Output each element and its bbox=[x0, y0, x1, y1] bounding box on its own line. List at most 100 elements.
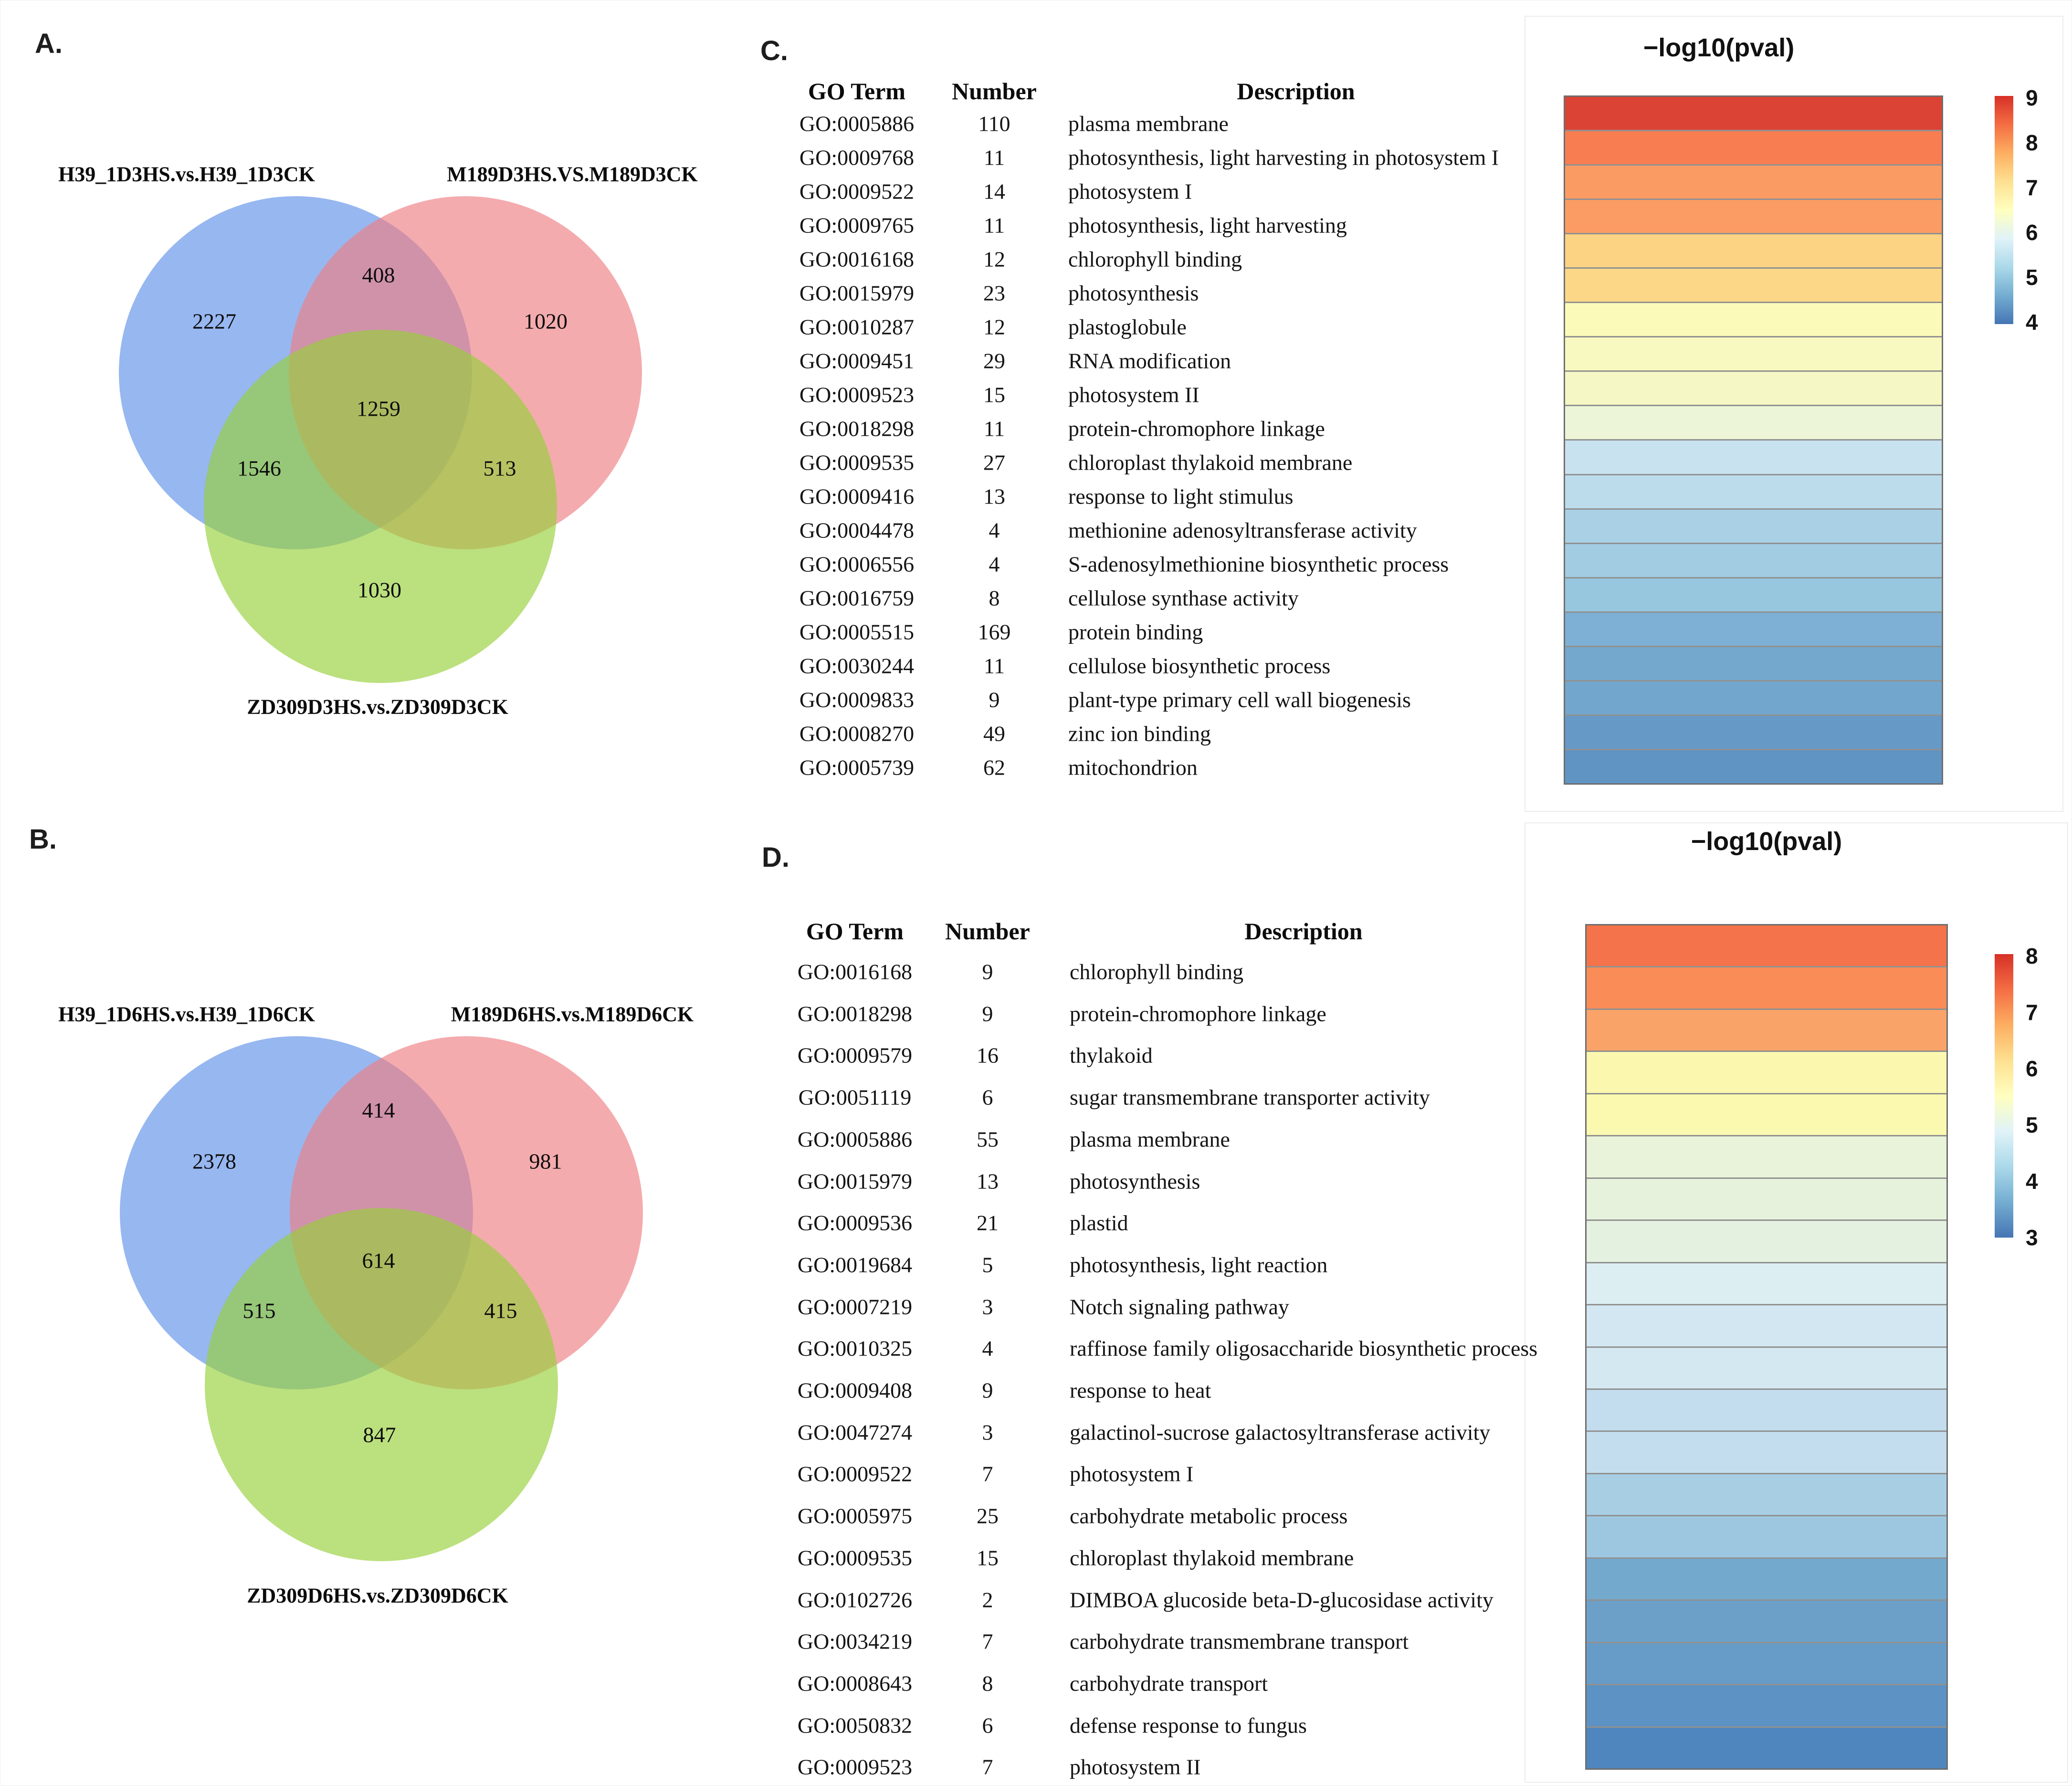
heatmap-cell bbox=[1587, 1388, 1946, 1431]
heatmap-cell bbox=[1565, 748, 1942, 783]
venn-count-blue-only: 2227 bbox=[192, 309, 236, 334]
venn-a-label-green: ZD309D3HS.vs.ZD309D3CK bbox=[247, 695, 508, 719]
description-cell: plasma membrane bbox=[1070, 1127, 1230, 1152]
table-c-header-number: Number bbox=[952, 78, 1037, 105]
heatmap-cell bbox=[1587, 966, 1946, 1009]
description-cell: raffinose family oligosaccharide biosynt… bbox=[1070, 1336, 1538, 1361]
colorbar-tick-label: 4 bbox=[2026, 1169, 2038, 1194]
description-cell: protein-chromophore linkage bbox=[1068, 416, 1325, 441]
number-cell: 4 bbox=[982, 1336, 993, 1361]
go-term-cell: GO:0009765 bbox=[799, 213, 915, 238]
description-cell: plastoglobule bbox=[1068, 315, 1187, 339]
go-term-cell: GO:0019684 bbox=[797, 1252, 913, 1277]
description-cell: response to heat bbox=[1070, 1378, 1211, 1403]
go-term-cell: GO:0009523 bbox=[799, 382, 915, 407]
go-term-cell: GO:0050832 bbox=[797, 1713, 913, 1738]
description-cell: chloroplast thylakoid membrane bbox=[1068, 450, 1353, 475]
go-term-cell: GO:0008270 bbox=[799, 721, 915, 746]
colorbar-tick-label: 8 bbox=[2026, 944, 2038, 968]
table-c-header-go-term: GO Term bbox=[808, 78, 906, 105]
go-term-cell: GO:0009408 bbox=[797, 1378, 913, 1403]
go-term-cell: GO:0016759 bbox=[799, 586, 915, 610]
description-cell: plasma membrane bbox=[1068, 111, 1229, 136]
colorbar-tick-label: 7 bbox=[2026, 1000, 2038, 1025]
go-term-cell: GO:0005975 bbox=[797, 1503, 913, 1528]
go-term-cell: GO:0009768 bbox=[799, 145, 915, 170]
description-cell: chlorophyll binding bbox=[1068, 247, 1242, 272]
heatmap-cell bbox=[1587, 1051, 1946, 1093]
heatmap-cell bbox=[1587, 1515, 1946, 1557]
description-cell: carbohydrate transmembrane transport bbox=[1070, 1629, 1409, 1654]
number-cell: 12 bbox=[983, 315, 1005, 339]
number-cell: 15 bbox=[977, 1545, 999, 1570]
go-term-cell: GO:0051119 bbox=[798, 1085, 912, 1110]
go-term-cell: GO:0015979 bbox=[799, 281, 915, 305]
heatmap-cell bbox=[1565, 645, 1942, 680]
go-term-cell: GO:0005515 bbox=[799, 620, 915, 644]
go-term-cell: GO:0004478 bbox=[799, 518, 915, 543]
go-term-cell: GO:0010287 bbox=[799, 315, 915, 339]
heatmap-cell bbox=[1587, 1430, 1946, 1473]
heatmap-cell bbox=[1587, 925, 1946, 967]
go-term-cell: GO:0006556 bbox=[799, 552, 915, 577]
go-term-cell: GO:0034219 bbox=[797, 1629, 913, 1654]
go-term-cell: GO:0009522 bbox=[797, 1461, 913, 1486]
go-term-cell: GO:0009535 bbox=[797, 1545, 913, 1570]
description-cell: photosynthesis bbox=[1068, 281, 1199, 305]
description-cell: Notch signaling pathway bbox=[1070, 1294, 1289, 1319]
panel-b-letter: B. bbox=[29, 824, 57, 855]
description-cell: thylakoid bbox=[1070, 1043, 1153, 1068]
colorbar-tick-label: 3 bbox=[2026, 1225, 2038, 1250]
number-cell: 6 bbox=[982, 1085, 993, 1110]
number-cell: 13 bbox=[977, 1169, 999, 1193]
venn-count-blue-only: 2378 bbox=[192, 1149, 236, 1174]
go-term-cell: GO:0010325 bbox=[797, 1336, 913, 1361]
number-cell: 49 bbox=[983, 721, 1005, 746]
number-cell: 2 bbox=[982, 1587, 993, 1612]
venn-count-blue-green: 515 bbox=[242, 1298, 276, 1323]
go-term-cell: GO:0009536 bbox=[797, 1210, 913, 1235]
number-cell: 12 bbox=[983, 247, 1005, 272]
number-cell: 11 bbox=[983, 213, 1005, 238]
venn-a-label-pink: M189D3HS.VS.M189D3CK bbox=[447, 162, 698, 186]
go-term-cell: GO:0016168 bbox=[799, 247, 915, 272]
go-term-cell: GO:0009451 bbox=[799, 348, 915, 373]
colorbar-tick-label: 5 bbox=[2026, 1113, 2038, 1137]
description-cell: defense response to fungus bbox=[1070, 1713, 1307, 1738]
description-cell: photosystem I bbox=[1070, 1461, 1194, 1486]
go-term-cell: GO:0009522 bbox=[799, 179, 915, 204]
colorbar-tick-label: 7 bbox=[2026, 175, 2038, 200]
venn-count-pink-only: 981 bbox=[529, 1149, 562, 1174]
description-cell: photosystem II bbox=[1068, 382, 1199, 407]
go-term-cell: GO:0009833 bbox=[799, 687, 915, 712]
number-cell: 11 bbox=[983, 145, 1005, 170]
heatmap-cell bbox=[1565, 405, 1942, 440]
heatmap-cell bbox=[1565, 680, 1942, 714]
go-term-cell: GO:0009416 bbox=[799, 484, 915, 509]
description-cell: plastid bbox=[1070, 1210, 1128, 1235]
heatmap-cell bbox=[1565, 97, 1942, 130]
heatmap-cell bbox=[1565, 439, 1942, 474]
description-cell: photosystem II bbox=[1070, 1754, 1201, 1779]
go-term-cell: GO:0009523 bbox=[797, 1754, 913, 1779]
heatmap-cell bbox=[1587, 1093, 1946, 1135]
heatmap-d-title: −log10(pval) bbox=[1691, 827, 1842, 856]
venn-a-label-blue: H39_1D3HS.vs.H39_1D3CK bbox=[58, 162, 315, 186]
venn-count-pink-green: 415 bbox=[484, 1298, 517, 1323]
description-cell: photosynthesis, light harvesting bbox=[1068, 213, 1347, 238]
venn-b-label-pink: M189D6HS.vs.M189D6CK bbox=[451, 1002, 694, 1026]
heatmap-cell bbox=[1587, 1135, 1946, 1177]
heatmap-cell bbox=[1587, 1261, 1946, 1304]
go-term-cell: GO:0015979 bbox=[797, 1169, 913, 1193]
heatmap-cell bbox=[1587, 1472, 1946, 1515]
colorbar-tick-label: 4 bbox=[2026, 310, 2038, 335]
description-cell: chloroplast thylakoid membrane bbox=[1070, 1545, 1354, 1570]
colorbar-tick-label: 5 bbox=[2026, 265, 2038, 290]
number-cell: 4 bbox=[989, 552, 1000, 577]
number-cell: 7 bbox=[982, 1461, 993, 1486]
heatmap-cell bbox=[1587, 1177, 1946, 1220]
description-cell: plant-type primary cell wall biogenesis bbox=[1068, 687, 1411, 712]
description-cell: photosystem I bbox=[1068, 179, 1192, 204]
description-cell: photosynthesis, light harvesting in phot… bbox=[1068, 145, 1499, 170]
